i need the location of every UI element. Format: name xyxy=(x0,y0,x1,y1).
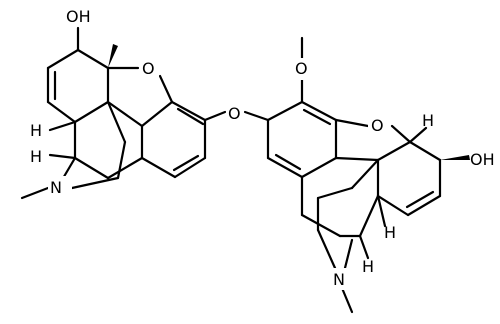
bond xyxy=(350,158,380,190)
bond xyxy=(173,156,207,179)
bond xyxy=(48,120,77,132)
bond xyxy=(106,156,144,180)
bond xyxy=(172,154,200,172)
bond xyxy=(203,110,227,122)
bond xyxy=(266,156,304,179)
bond xyxy=(140,156,177,179)
bond xyxy=(343,238,354,270)
bond xyxy=(300,156,338,179)
bond xyxy=(376,140,412,162)
bond xyxy=(408,140,442,162)
bond xyxy=(106,100,127,144)
hydroxyl-label: OH xyxy=(66,7,91,26)
bond xyxy=(300,100,338,122)
bond xyxy=(406,194,442,217)
bond xyxy=(358,234,370,260)
hydrogen-label: H xyxy=(30,121,42,140)
bond xyxy=(140,100,174,128)
nitrogen-label: N xyxy=(333,270,345,289)
bond xyxy=(405,190,435,209)
bond xyxy=(176,107,205,126)
bond xyxy=(46,48,80,70)
bond xyxy=(316,186,354,200)
bond xyxy=(334,118,370,128)
bond xyxy=(46,100,77,124)
bond xyxy=(20,186,50,200)
bond xyxy=(70,176,120,190)
bond xyxy=(390,124,412,144)
bond xyxy=(340,286,354,314)
nitrogen-label: N xyxy=(50,178,62,197)
bond xyxy=(76,48,110,70)
bond xyxy=(243,110,270,122)
bond xyxy=(302,108,332,126)
bond xyxy=(408,126,428,144)
hydroxyl-label: OH xyxy=(470,150,495,169)
bond xyxy=(116,140,127,180)
ring-oxygen-label: O xyxy=(142,59,155,78)
wedge-bond xyxy=(440,155,470,160)
ring-oxygen-label: O xyxy=(371,116,384,135)
bond xyxy=(300,213,342,238)
bridge-oxygen-label: O xyxy=(228,104,241,123)
bond xyxy=(73,156,110,180)
hydrogen-label: H xyxy=(422,111,434,130)
bond xyxy=(73,100,110,124)
bond xyxy=(334,156,380,162)
bond xyxy=(170,100,207,122)
bond xyxy=(358,194,380,238)
hydrogen-label: H xyxy=(384,223,396,242)
bond xyxy=(316,228,337,270)
wedge-bond xyxy=(108,44,118,68)
methoxy-oxygen-label: O xyxy=(295,59,308,78)
bond xyxy=(158,74,174,104)
bond xyxy=(266,100,304,122)
bond xyxy=(106,100,144,128)
hydrogen-label: H xyxy=(30,147,42,166)
bond xyxy=(274,153,302,171)
hydrogen-label: H xyxy=(362,257,374,276)
bond xyxy=(48,153,77,160)
bond xyxy=(376,194,410,217)
bond xyxy=(376,194,387,228)
